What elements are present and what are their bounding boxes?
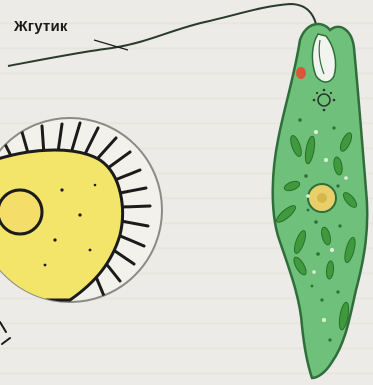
euglena-cell <box>273 24 368 378</box>
eyespot <box>296 67 306 79</box>
flagellum <box>8 4 318 66</box>
magnified-inset <box>0 118 162 344</box>
flagellum-label: Жгутик <box>14 18 68 35</box>
